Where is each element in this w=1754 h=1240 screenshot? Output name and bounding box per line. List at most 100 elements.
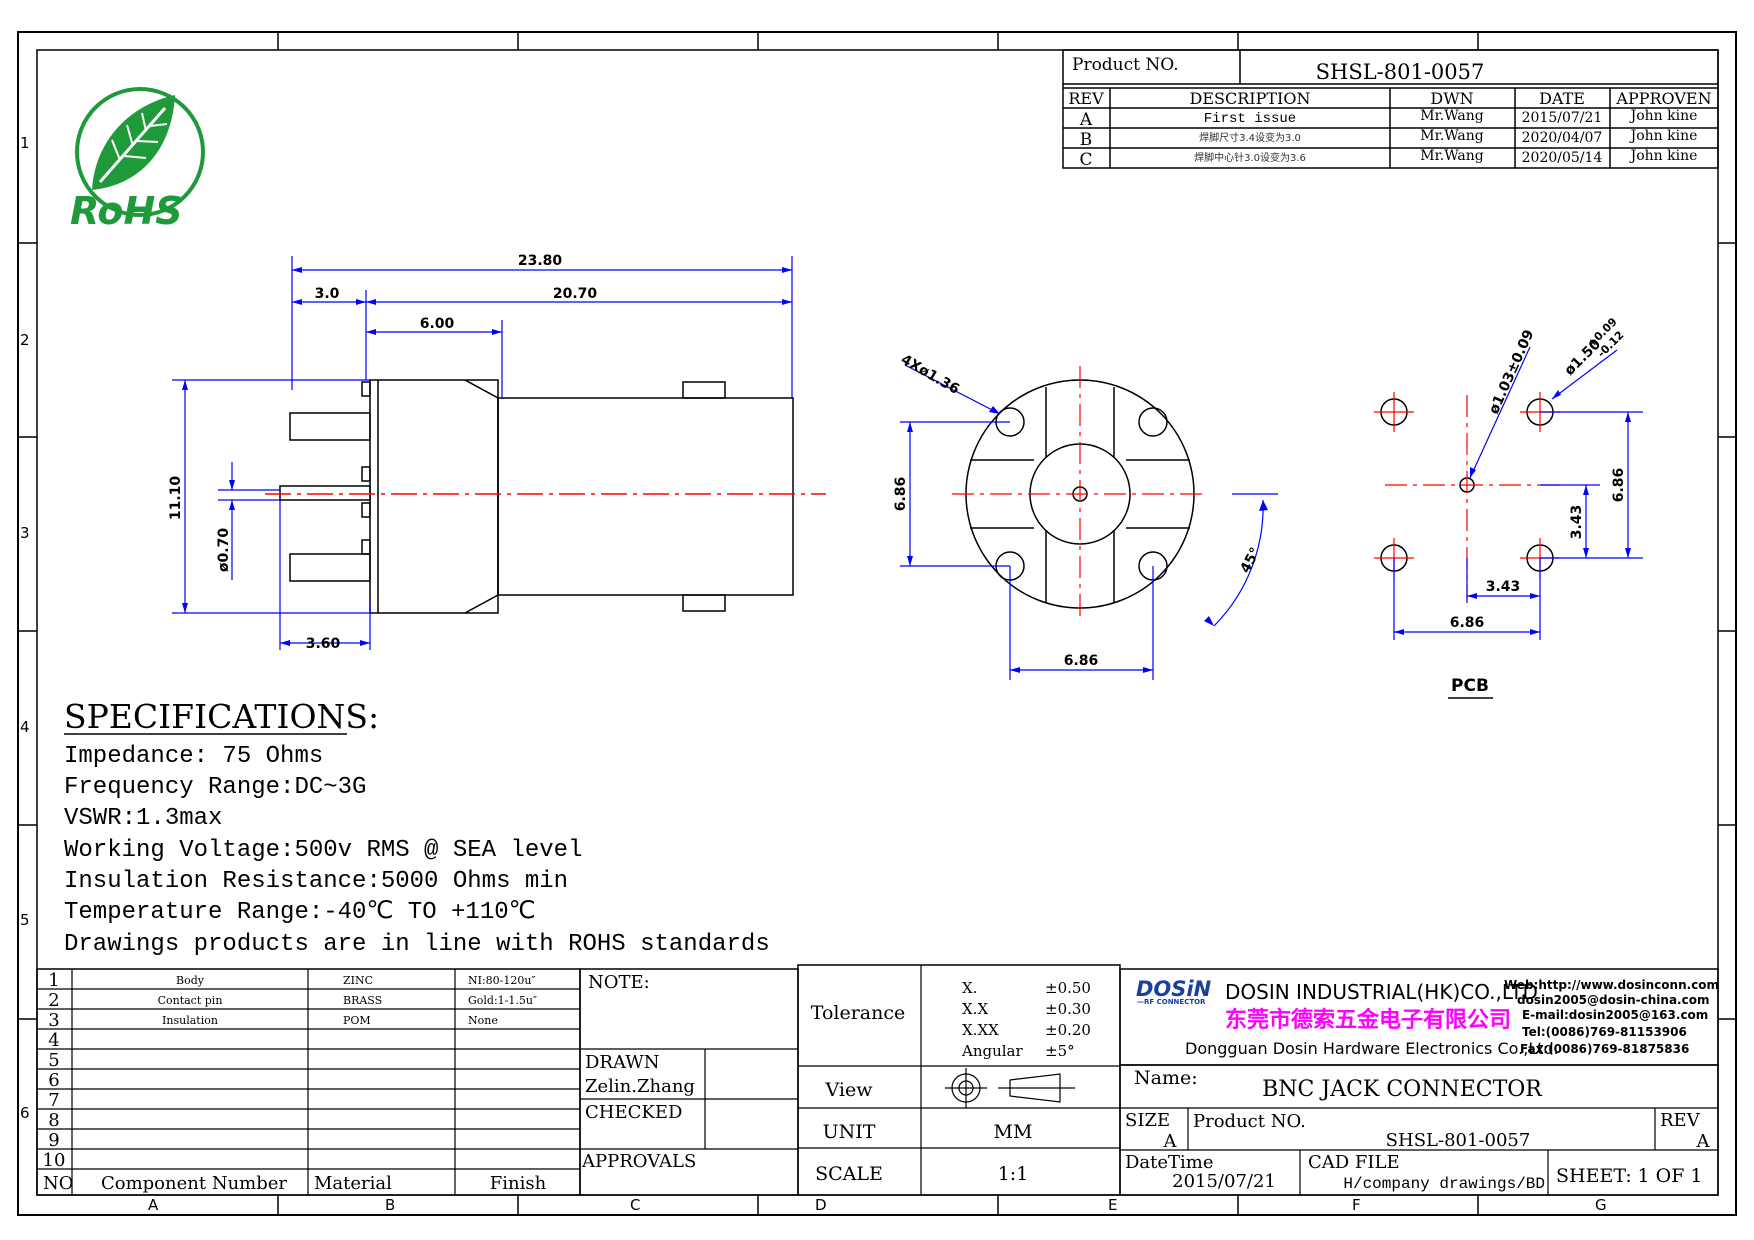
size-label: SIZE	[1125, 1110, 1170, 1131]
dim-vertical-spacing: 6.86	[893, 477, 909, 512]
zone-col-label: F	[1352, 1196, 1361, 1214]
rev-cell: C	[1079, 150, 1092, 170]
spec-line: VSWR:1.3max	[64, 805, 222, 832]
specifications-title: SPECIFICATIONS:	[64, 697, 379, 736]
tolerance-value: ±0.20	[1045, 1021, 1091, 1039]
description-cell: 焊脚尺寸3.4设变为3.0	[1199, 131, 1301, 144]
spec-line: Insulation Resistance:5000 Ohms min	[64, 868, 568, 895]
zone-ticks	[18, 32, 1736, 1215]
tolerance-value: ±5°	[1045, 1042, 1075, 1060]
dim-pin-diameter: ø0.70	[216, 528, 232, 572]
title-product-label: Product NO.	[1193, 1111, 1306, 1132]
mount-hole	[1138, 407, 1168, 437]
dim-body-length: 20.70	[553, 286, 598, 302]
tolerance-key: X.XX	[962, 1021, 999, 1039]
bom-header-no: NO	[43, 1173, 74, 1194]
dim-angle: 45°	[1237, 545, 1264, 576]
title-rev-label: REV	[1660, 1110, 1701, 1131]
bom-table: 1 2 3 4 5 6 7 8 9 10 Body Contact pin In…	[36, 968, 581, 1196]
dwn-cell: Mr.Wang	[1420, 108, 1483, 124]
date-cell: 2015/07/21	[1522, 110, 1603, 126]
title-block: Name: BNC JACK CONNECTOR SIZE A Product …	[1119, 1064, 1719, 1196]
tolerance-key: X.X	[962, 1000, 988, 1018]
side-view: 23.80 3.0 20.70 6.00 11.10 ø0.70 3.60	[168, 253, 826, 652]
dim-flange: 3.0	[315, 286, 340, 302]
dwn-col-header: DWN	[1430, 89, 1473, 108]
company-email-1: dosin2005@dosin-china.com	[1517, 993, 1709, 1007]
bom-finish-cell: NI:80-120u″	[468, 974, 536, 987]
bom-no-cell: 9	[48, 1130, 59, 1151]
approven-cell: John kine	[1629, 148, 1698, 164]
description-col-header: DESCRIPTION	[1190, 89, 1311, 108]
dwn-cell: Mr.Wang	[1420, 128, 1483, 144]
sheet-label: SHEET:	[1556, 1165, 1632, 1187]
dim-pcb-half-horizontal: 3.43	[1486, 579, 1521, 595]
rev-col-header: REV	[1068, 89, 1104, 108]
product-no-value: SHSL-801-0057	[1316, 60, 1485, 84]
bom-no-cell: 6	[48, 1070, 59, 1091]
bom-no-cell: 5	[48, 1050, 59, 1071]
bom-material-cell: BRASS	[343, 994, 382, 1007]
unit-value: MM	[994, 1121, 1033, 1143]
bom-finish-cell: None	[468, 1014, 498, 1027]
zone-col-label: E	[1108, 1196, 1117, 1214]
bom-no-cell: 3	[48, 1010, 59, 1031]
description-cell: 焊脚中心针3.0设变为3.6	[1194, 151, 1306, 164]
pcb-layout: ø1.03±0.09 ø1.50 +0.09 -0.12 6.86 3.43 3…	[1374, 315, 1643, 699]
bom-finish-cell: Gold:1-1.5u″	[468, 994, 537, 1007]
tolerance-label: Tolerance	[811, 1002, 906, 1024]
rohs-wordmark: RoHS	[70, 189, 183, 233]
spec-line: Drawings products are in line with ROHS …	[64, 931, 770, 958]
rev-cell: A	[1079, 110, 1093, 130]
company-name-en: DOSIN INDUSTRIAL(HK)CO.,LTD	[1225, 980, 1538, 1004]
bom-no-cell: 2	[48, 990, 59, 1011]
zone-row-label: 6	[20, 1104, 30, 1122]
dim-pcb-horizontal: 6.86	[1450, 615, 1485, 631]
cad-file-label: CAD FILE	[1308, 1152, 1400, 1173]
bom-header-finish: Finish	[490, 1173, 547, 1194]
dim-pin-length: 3.60	[306, 636, 341, 652]
company-fax: Fax:(0086)769-81875836	[1520, 1042, 1689, 1056]
zone-row-label: 2	[20, 331, 30, 349]
dwn-cell: Mr.Wang	[1420, 148, 1483, 164]
dim-step: 6.00	[420, 316, 455, 332]
revision-block: Product NO. SHSL-801-0057 REV DESCRIPTIO…	[1062, 49, 1719, 170]
specifications: SPECIFICATIONS: Impedance: 75 Ohms Frequ…	[64, 697, 770, 958]
company-tel: Tel:(0086)769-81153906	[1522, 1025, 1687, 1039]
tolerance-key: Angular	[961, 1042, 1023, 1060]
company-email-2: E-mail:dosin2005@163.com	[1522, 1008, 1708, 1022]
zone-col-label: D	[815, 1196, 827, 1214]
dosin-logo-subtitle: —RF CONNECTOR	[1137, 998, 1206, 1006]
projection-symbol-icon	[945, 1068, 1075, 1108]
zone-row-label: 5	[20, 911, 30, 929]
dim-hole-callout: 4Xø1.36	[898, 352, 962, 398]
rohs-logo: Green Product RoHS	[70, 87, 205, 233]
spec-line: Impedance: 75 Ohms	[64, 743, 323, 770]
checked-label: CHECKED	[585, 1102, 682, 1123]
spec-line: Temperature Range:-40℃ TO +110℃	[64, 899, 536, 926]
sheet-value: 1 OF 1	[1637, 1165, 1702, 1187]
view-label: View	[825, 1079, 874, 1101]
spec-line: Working Voltage:500v RMS @ SEA level	[64, 837, 582, 864]
bom-no-cell: 10	[43, 1150, 66, 1171]
front-view: 4Xø1.36 6.86 6.86 45°	[893, 352, 1278, 680]
spec-line: Frequency Range:DC~3G	[64, 774, 366, 801]
company-name-local: Dongguan Dosin Hardware Electronics Co.,…	[1185, 1039, 1559, 1058]
tolerance-block: Tolerance X. ±0.50 X.X ±0.30 X.XX ±0.20 …	[797, 964, 1121, 1196]
drawn-by: Zelin.Zhang	[585, 1076, 695, 1097]
company-web: Web:http://www.dosinconn.com	[1504, 978, 1719, 992]
approvals-label: APPROVALS	[581, 1151, 696, 1172]
approven-cell: John kine	[1629, 108, 1698, 124]
approven-col-header: APPROVEN	[1615, 89, 1711, 108]
zone-col-label: C	[630, 1196, 640, 1214]
unit-label: UNIT	[823, 1121, 876, 1143]
side-dimensions	[172, 256, 793, 650]
datetime-label: DateTime	[1125, 1152, 1214, 1173]
size-value: A	[1163, 1131, 1178, 1152]
bom-header-material: Material	[314, 1173, 392, 1194]
bom-material-cell: ZINC	[343, 974, 373, 987]
zone-row-label: 4	[20, 718, 30, 736]
date-col-header: DATE	[1539, 89, 1585, 108]
tolerance-value: ±0.50	[1045, 979, 1091, 997]
